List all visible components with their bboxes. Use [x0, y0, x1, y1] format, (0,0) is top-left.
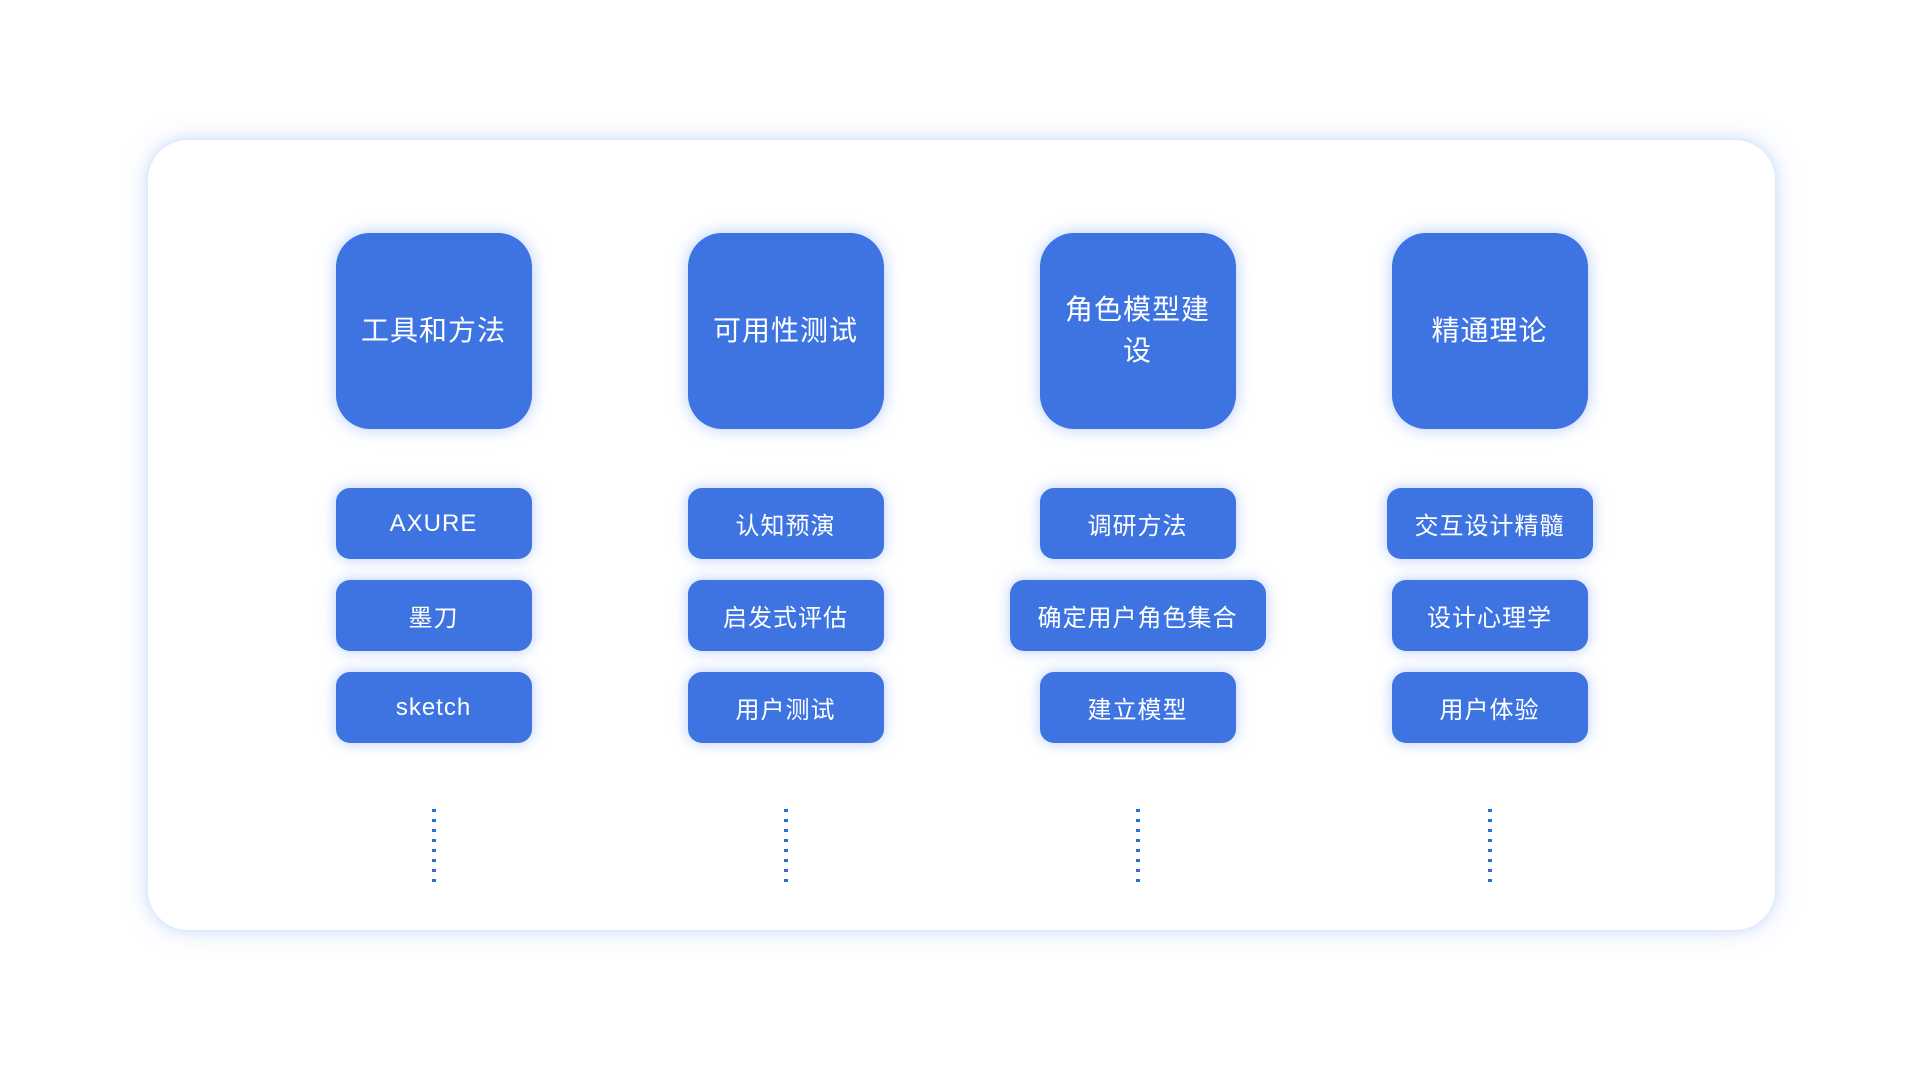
subtopic-label: 确定用户角色集合: [1037, 605, 1238, 632]
subtopic-node[interactable]: 墨刀: [335, 580, 532, 651]
subtopic-node[interactable]: 交互设计精髓: [1386, 488, 1593, 559]
subtopic-label: 用户测试: [735, 697, 836, 724]
more-items-dotted-line: [1135, 809, 1140, 882]
more-items-dotted-line: [431, 809, 436, 882]
subtopic-node[interactable]: 用户测试: [687, 672, 884, 743]
subtopic-node[interactable]: 调研方法: [1039, 488, 1236, 559]
subtopic-label: 建立模型: [1087, 697, 1188, 724]
more-items-dotted-line: [1487, 809, 1492, 882]
topic-label: 角色模型建设: [1064, 294, 1210, 366]
subtopic-node[interactable]: sketch: [335, 672, 532, 743]
topic-label: 工具和方法: [360, 314, 506, 346]
subtopic-label: AXURE: [389, 509, 478, 537]
column-tools-methods: 工具和方法 AXURE 墨刀 sketch: [258, 233, 610, 882]
topic-node[interactable]: 可用性测试: [687, 233, 884, 429]
subtopic-node[interactable]: 确定用户角色集合: [1009, 580, 1266, 651]
more-items-dotted-line: [783, 809, 788, 882]
column-persona-building: 角色模型建设 调研方法 确定用户角色集合 建立模型: [962, 233, 1314, 882]
subtopic-node[interactable]: 启发式评估: [687, 580, 884, 651]
subtopic-label: 设计心理学: [1427, 605, 1552, 632]
subtopic-node[interactable]: 用户体验: [1391, 672, 1588, 743]
diagram-panel: 工具和方法 AXURE 墨刀 sketch 可用性测试 认知预演 启发式评估: [148, 140, 1775, 930]
topic-label: 精通理论: [1431, 314, 1548, 346]
subtopic-node[interactable]: 设计心理学: [1391, 580, 1588, 651]
topic-node[interactable]: 精通理论: [1391, 233, 1588, 429]
subtopic-node[interactable]: 建立模型: [1039, 672, 1236, 743]
subtopic-label: 启发式评估: [723, 605, 848, 632]
subtopic-label: sketch: [395, 693, 472, 721]
column-theory-mastery: 精通理论 交互设计精髓 设计心理学 用户体验: [1314, 233, 1666, 882]
subtopic-node[interactable]: AXURE: [335, 488, 532, 559]
column-usability-testing: 可用性测试 认知预演 启发式评估 用户测试: [610, 233, 962, 882]
subtopic-label: 调研方法: [1087, 513, 1188, 540]
topic-label: 可用性测试: [712, 314, 858, 346]
topic-node[interactable]: 角色模型建设: [1039, 233, 1236, 429]
subtopic-label: 认知预演: [735, 513, 836, 540]
subtopic-label: 用户体验: [1439, 697, 1540, 724]
topic-node[interactable]: 工具和方法: [335, 233, 532, 429]
subtopic-node[interactable]: 认知预演: [687, 488, 884, 559]
subtopic-label: 墨刀: [408, 605, 459, 632]
subtopic-label: 交互设计精髓: [1414, 513, 1565, 540]
